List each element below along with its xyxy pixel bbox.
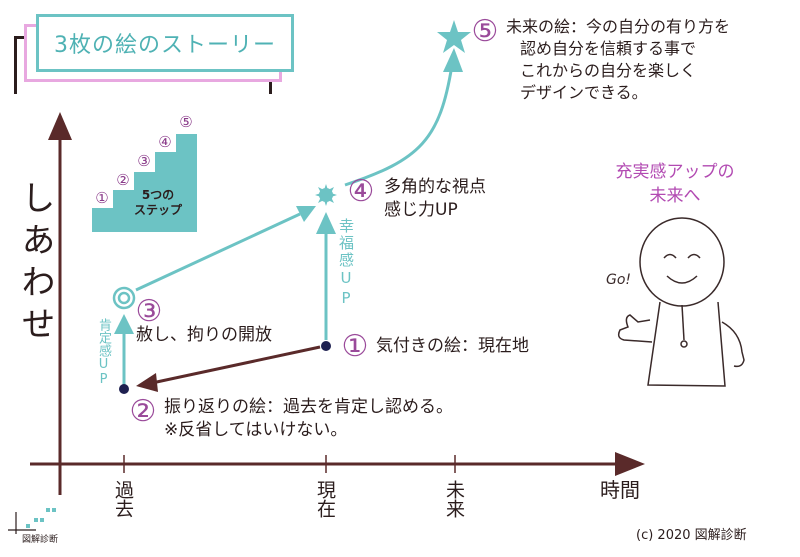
x-tick-future: 未来 [443, 480, 465, 518]
point-5-line-2: 認め自分を信頼する事で [520, 39, 697, 58]
point-5-star [437, 20, 471, 53]
point-5-number: ⑤ [471, 13, 499, 49]
x-tick-now: 現在 [314, 480, 336, 518]
x-axis [30, 452, 645, 476]
arrow-3-to-4 [135, 206, 316, 292]
point-5-line-3: これからの自分を楽しく [520, 61, 697, 80]
point-now [321, 341, 331, 351]
point-4-label: ④ 多角的な視点 感じ力UP [346, 173, 486, 222]
arrow-label-left: 肯定感UP [96, 318, 111, 387]
point-4-line-2: 感じ力UP [384, 200, 458, 220]
x-ticks [123, 455, 456, 473]
steps-caption: 5つの ステップ [134, 188, 183, 217]
logo-mark [8, 508, 56, 534]
character-caption: 充実感アップの 未来へ [615, 162, 735, 206]
point-5-line-1: 未来の絵：今の自分の有り方を [506, 17, 731, 36]
point-past [119, 384, 129, 394]
point-5-line-4: デザインできる。 [520, 83, 648, 102]
character-speech: Go! [606, 272, 632, 288]
point-2-line-2: ※反省してはいけない。 [164, 420, 348, 440]
point-4-starburst [315, 184, 337, 206]
steps-shape [92, 134, 197, 232]
point-3-number: ③ [135, 293, 163, 329]
character-drawing [617, 217, 745, 387]
arrow-4-to-5 [344, 48, 463, 187]
step-number-1: ① [95, 189, 109, 207]
logo: 図解診断 [6, 506, 66, 546]
arrow-now-up [316, 212, 336, 340]
title: 3枚の絵のストーリー [36, 14, 294, 72]
point-4-line-1: 多角的な視点 [384, 177, 486, 197]
point-3-text: 赦し、拘りの開放 [136, 325, 272, 345]
point-1-number: ① [341, 328, 369, 364]
arrow-label-right: 幸福感UP [337, 218, 355, 309]
step-number-2: ② [116, 171, 130, 189]
copyright: (c) 2020 図解診断 [636, 528, 747, 543]
point-1-label: ① 気付きの絵：現在地 [340, 328, 529, 364]
step-number-3: ③ [137, 152, 151, 170]
arrow-past-up [114, 314, 134, 385]
x-axis-label: 時間 [600, 478, 640, 502]
x-tick-past: 過去 [112, 480, 134, 518]
point-4-number: ④ [347, 173, 375, 209]
step-number-5: ⑤ [179, 113, 193, 131]
point-2-number: ② [129, 393, 157, 429]
point-3-double-circle [112, 286, 136, 310]
point-1-text: 気付きの絵：現在地 [376, 335, 529, 356]
step-number-4: ④ [158, 133, 172, 151]
logo-text: 図解診断 [22, 535, 59, 545]
y-axis [48, 112, 72, 495]
point-2-label: ② 振り返りの絵：過去を肯定し認める。 ※反省してはいけない。 [128, 393, 453, 442]
arrow-now-to-past [136, 345, 321, 392]
y-axis-label: しあわせ [15, 180, 55, 348]
point-2-line-1: 振り返りの絵：過去を肯定し認める。 [164, 397, 453, 417]
point-5-label: ⑤ 未来の絵：今の自分の有り方を 認め自分を信頼する事で これからの自分を楽しく… [470, 13, 731, 104]
